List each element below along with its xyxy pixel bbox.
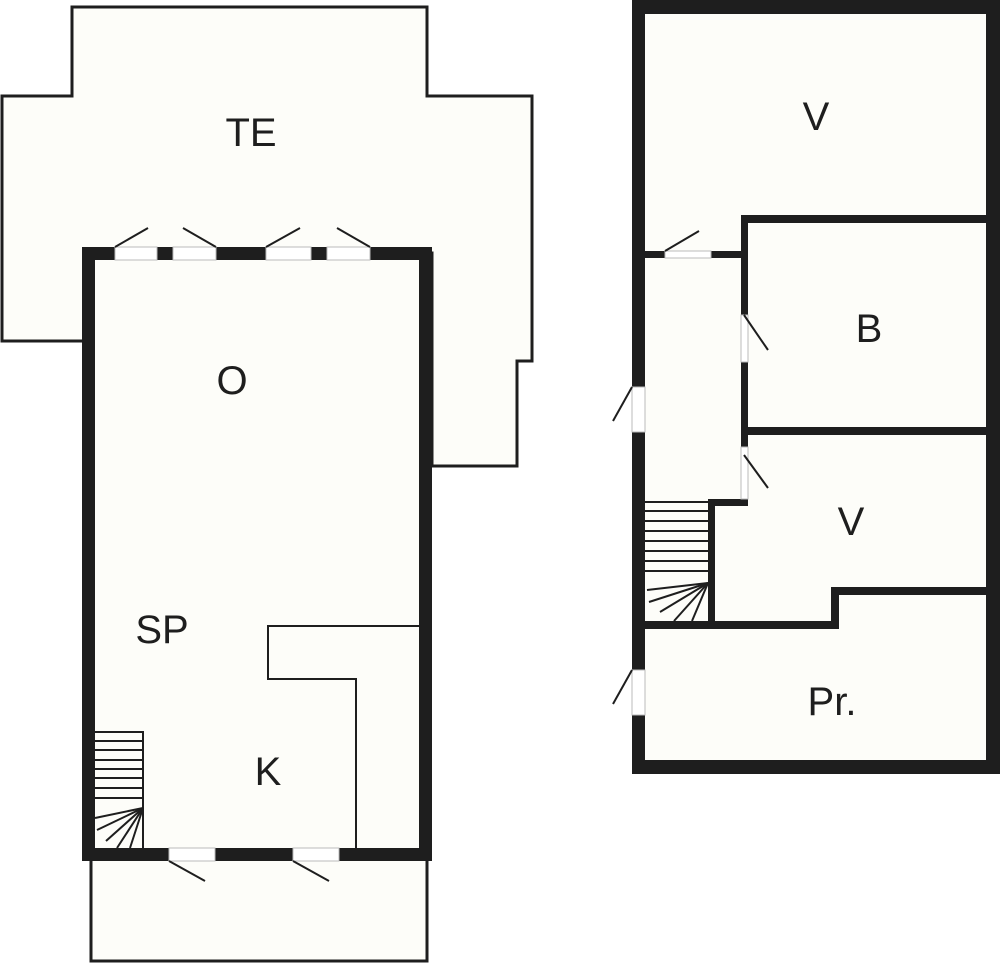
room-label-kitchen: K <box>255 750 282 794</box>
room-label-living: O <box>216 359 247 403</box>
stairs-left <box>94 731 144 849</box>
left-floor-plan: TE O SP K <box>0 5 534 963</box>
stairs-right <box>645 501 709 622</box>
room-label-bedroom-middle: V <box>838 500 865 544</box>
room-label-dining: SP <box>135 608 188 652</box>
annex-doors <box>612 230 769 716</box>
house-walls <box>82 247 432 861</box>
room-label-terrace: TE <box>225 111 276 155</box>
porch-outline <box>89 856 429 963</box>
annex-walls <box>632 0 1000 774</box>
kitchen-counter <box>267 625 419 848</box>
room-label-bedroom-top: V <box>803 95 830 139</box>
annex-floor <box>638 8 993 768</box>
right-floor-plan: V B V Pr. <box>612 0 1000 774</box>
top-doors <box>114 227 371 261</box>
room-label-bathroom: B <box>856 307 883 351</box>
house-floor <box>88 253 431 857</box>
room-label-storage: Pr. <box>808 680 857 724</box>
bottom-doors <box>168 847 340 882</box>
